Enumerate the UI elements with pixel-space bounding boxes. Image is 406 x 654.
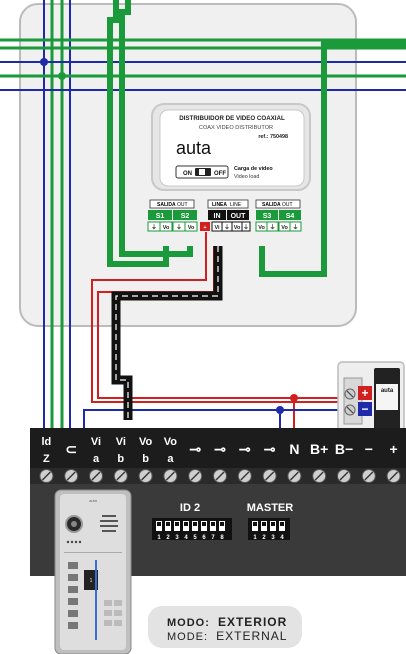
group-label-out-2-en: OUT [282, 202, 293, 208]
terminal-label-5: Vo [164, 436, 178, 448]
switch-off-label: OFF [214, 171, 226, 177]
port-s1: S1 [156, 213, 165, 220]
id-dip-number-6: 6 [202, 535, 206, 541]
terminal-label-8: ⊸ [239, 441, 251, 457]
horizontal-lines [0, 38, 406, 91]
terminal-label-11: B+ [310, 441, 328, 457]
terminal-label-6: ⊸ [189, 441, 201, 457]
pin-out-vo: Vo [234, 225, 241, 231]
group-label-out-1-en: OUT [177, 202, 188, 208]
pin-s3-vo: Vo [258, 225, 265, 231]
master-label: MASTER [247, 502, 294, 514]
port-s3: S3 [263, 213, 272, 220]
terminal-label-12: B− [335, 441, 353, 457]
terminal-label-14: + [390, 441, 398, 457]
pin-s1-gnd: ⏚ [151, 224, 157, 231]
distributor-subtitle: COAX VIDEO DISTRIBUTOR [199, 125, 273, 131]
mode-en-prefix: MODE: [167, 631, 208, 643]
svg-text:MODE: EXTERNAL: MODE: EXTERNAL [167, 629, 287, 643]
port-out: OUT [231, 213, 247, 220]
pin-plus: + [203, 225, 206, 231]
terminal-label-4: Vo [139, 436, 153, 448]
terminal-label-13: − [365, 441, 373, 457]
group-label-line: LINEA [212, 202, 227, 208]
screw-row [39, 469, 401, 483]
pin-s3-gnd: ⏚ [270, 224, 276, 231]
master-dip-number-1: 1 [253, 535, 257, 541]
port-s4: S4 [286, 213, 295, 220]
svg-text:MODO: EXTERIOR: MODO: EXTERIOR [167, 615, 287, 629]
pin-s4-gnd: ⏚ [293, 224, 299, 231]
pin-s2-gnd: ⏚ [176, 224, 182, 231]
pin-s2-vo: Vo [188, 225, 195, 231]
group-label-line-en: LINE [230, 202, 242, 208]
pin-in-gnd: ⏚ [224, 224, 230, 231]
id-dip-number-3: 3 [175, 535, 179, 541]
mode-badge: MODO: EXTERIOR MODE: EXTERNAL [148, 606, 302, 648]
distributor-ref: ref.: 750498 [258, 134, 288, 140]
group-label-out-1: SALIDA [157, 202, 176, 208]
panel-terminal-strip: ldZ ⊂ Vi a Vi b Vo b Vo a ⊸ ⊸ ⊸ ⊸ N B+ B−− + [30, 428, 406, 484]
terminal-label-7: ⊸ [214, 441, 226, 457]
mode-es-prefix: MODO: [167, 617, 210, 629]
master-dip-number-4: 4 [280, 535, 284, 541]
pin-out-gnd: ⏚ [243, 224, 249, 231]
pin-vi: Vi [214, 225, 220, 231]
terminal-label-0: ld [42, 436, 52, 448]
door-station-brand: auta [89, 498, 98, 503]
distributor-brand: auta [176, 138, 212, 158]
terminal-label-10: N [289, 441, 299, 457]
port-s2: S2 [181, 213, 190, 220]
id-dip-number-7: 7 [211, 535, 215, 541]
id-dip-number-4: 4 [184, 535, 188, 541]
coax-distributor: DISTRIBUIDOR DE VIDEO COAXIAL COAX VIDEO… [151, 103, 311, 191]
master-dip-number-2: 2 [262, 535, 266, 541]
id-dip-number-1: 1 [157, 535, 161, 541]
pin-s1-vo: Vo [163, 225, 170, 231]
master-dip-number-3: 3 [271, 535, 275, 541]
psu-brand: auta [381, 388, 394, 394]
junction-dots [40, 58, 66, 80]
mode-en-value: EXTERNAL [216, 629, 287, 643]
psu-minus-label: − [361, 402, 368, 416]
pin-s4-vo: Vo [281, 225, 288, 231]
power-supply: + − auta [337, 361, 405, 447]
id-dip-number-5: 5 [193, 535, 197, 541]
distributor-title: DISTRIBUIDOR DE VIDEO COAXIAL [179, 115, 285, 122]
id-dip-number-2: 2 [166, 535, 170, 541]
terminal-sublabel-0: Z [43, 453, 50, 465]
terminal-labels: ldZ ⊂ Vi a Vi b Vo b Vo a ⊸ ⊸ ⊸ ⊸ N B+ B−− + [42, 436, 398, 465]
terminal-sublabel-3: b [117, 453, 124, 465]
terminal-label-9: ⊸ [264, 441, 276, 457]
load-label: Carga de video [234, 166, 273, 172]
terminal-sublabel-5: a [167, 453, 174, 465]
door-station-display: 1 [90, 578, 93, 584]
terminal-sublabel-4: b [142, 453, 149, 465]
switch-on-label: ON [183, 171, 192, 177]
distributor-terminals: SALIDA OUT LINEA LINE SALIDA OUT S1 S2 I… [147, 199, 302, 232]
port-in: IN [214, 213, 221, 220]
group-label-out-2: SALIDA [262, 202, 281, 208]
door-station: auta 1 [54, 489, 132, 654]
terminal-label-2: Vi [91, 436, 101, 448]
terminal-sublabel-2: a [93, 453, 100, 465]
mode-es-value: EXTERIOR [218, 615, 287, 629]
id-label: ID 2 [180, 502, 200, 514]
psu-plus-label: + [361, 386, 368, 400]
id-dip-number-8: 8 [220, 535, 224, 541]
terminal-label-1: ⊂ [65, 441, 77, 457]
terminal-label-3: Vi [116, 436, 126, 448]
load-label-en: Video load [234, 174, 259, 180]
